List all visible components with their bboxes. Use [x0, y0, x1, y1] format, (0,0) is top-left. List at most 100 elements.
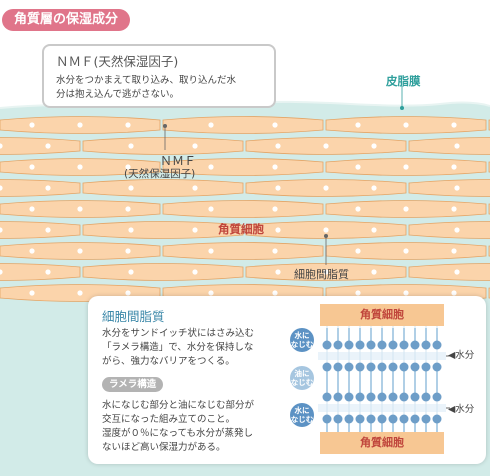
detail-p2-line3: 湿度が０％になっても水分が蒸発し	[102, 428, 254, 439]
nmf-dot	[371, 185, 377, 191]
lipid-row-1-head	[432, 340, 442, 350]
nmf-dot	[29, 206, 35, 212]
nmf-dot	[323, 227, 329, 233]
lipid-row-3-head	[377, 392, 387, 402]
lamella-top-cell-label: 角質細胞	[320, 304, 444, 326]
nmf-dot	[451, 164, 457, 170]
lipid-row-1-head	[377, 340, 387, 350]
ramela-pill: ラメラ構造	[102, 377, 164, 392]
lipid-row-3-head	[322, 392, 332, 402]
corneocyte-cell	[0, 263, 81, 281]
nmf-label-sub: (天然保湿因子)	[124, 168, 196, 180]
detail-p2-line1: 水になじむ部分と油になじむ部分が	[102, 400, 255, 411]
nmf-dot	[77, 206, 83, 212]
nmf-dot	[192, 143, 198, 149]
nmf-dot	[451, 122, 457, 128]
lipid-row-1-head	[399, 340, 409, 350]
corneocyte-cell	[82, 263, 244, 281]
nmf-dot	[272, 290, 278, 296]
corneocyte-cell	[162, 242, 324, 260]
lipid-row-2-head	[333, 362, 343, 372]
nmf-dot	[454, 227, 460, 233]
page-title: 角質層の保湿成分	[2, 9, 131, 31]
lipid-row-4-head	[355, 414, 365, 424]
nmf-dot	[125, 290, 131, 296]
corneocyte-cell	[408, 137, 490, 155]
nmf-dot	[272, 122, 278, 128]
lipid-row-3-head	[410, 392, 420, 402]
lipid-row-1-head	[333, 340, 343, 350]
nmf-dot	[77, 290, 83, 296]
nmf-dot	[454, 185, 460, 191]
nmf-dot	[323, 185, 329, 191]
nmf-callout-heading: ＮＭＦ(天然保湿因子)	[56, 54, 179, 69]
lipid-row-2-head	[377, 362, 387, 372]
nmf-dot	[275, 269, 281, 275]
corneocyte-cell	[162, 200, 324, 218]
nmf-dot	[128, 143, 134, 149]
corneocyte-cell	[408, 221, 490, 239]
water-affinity-text-1a: 水に	[294, 331, 310, 340]
nmf-dot	[323, 269, 329, 275]
lipid-row-2-head	[344, 362, 354, 372]
nmf-dot	[29, 290, 35, 296]
lipid-pointer-dot	[324, 234, 328, 238]
nmf-dot	[208, 290, 214, 296]
water-affinity-text-2b: なじむ	[290, 415, 314, 424]
nmf-dot	[371, 269, 377, 275]
corneocyte-cell	[0, 221, 81, 239]
lipid-row-4-head	[388, 414, 398, 424]
water-label-1: ◀水分	[448, 350, 475, 361]
nmf-dot	[451, 206, 457, 212]
nmf-callout-line2: 分は抱え込んで逃がさない。	[56, 89, 180, 100]
nmf-dot	[125, 164, 131, 170]
nmf-dot	[128, 227, 134, 233]
water-label-2: ◀水分	[448, 404, 475, 415]
lipid-row-3-head	[421, 392, 431, 402]
nmf-dot	[77, 248, 83, 254]
nmf-dot	[0, 185, 3, 191]
corneocyte-cell	[408, 263, 490, 281]
nmf-callout-line1: 水分をつかまえて取り込み、取り込んだ水	[56, 75, 237, 86]
nmf-pointer-dot	[163, 124, 167, 128]
lipid-row-1-head	[366, 340, 376, 350]
nmf-dot	[403, 248, 409, 254]
lipid-label: 細胞間脂質	[294, 268, 349, 281]
lipid-row-2-head	[355, 362, 365, 372]
nmf-dot	[125, 206, 131, 212]
nmf-dot	[403, 164, 409, 170]
nmf-dot	[192, 185, 198, 191]
nmf-dot	[29, 122, 35, 128]
nmf-dot	[355, 206, 361, 212]
nmf-dot	[355, 122, 361, 128]
nmf-dot	[128, 269, 134, 275]
lipid-row-1-head	[388, 340, 398, 350]
nmf-dot	[272, 164, 278, 170]
nmf-dot	[454, 143, 460, 149]
nmf-dot	[355, 164, 361, 170]
nmf-dot	[208, 248, 214, 254]
nmf-dot	[128, 185, 134, 191]
nmf-dot	[403, 122, 409, 128]
nmf-dot	[125, 122, 131, 128]
lipid-row-2-head	[421, 362, 431, 372]
lipid-row-2-head	[432, 362, 442, 372]
lipid-row-1-head	[355, 340, 365, 350]
nmf-dot	[454, 269, 460, 275]
nmf-label-main: ＮＭＦ	[159, 154, 196, 168]
detail-p1-line2: 「ラメラ構造」で、水分を保持しな	[102, 342, 254, 353]
nmf-dot	[192, 269, 198, 275]
nmf-dot	[0, 143, 3, 149]
lipid-row-1-head	[421, 340, 431, 350]
sebum-film-label: 皮脂膜	[386, 74, 421, 88]
detail-p2-line4: ないほど高い保湿力がある。	[102, 442, 226, 453]
nmf-dot	[45, 269, 51, 275]
lipid-row-4-head	[377, 414, 387, 424]
nmf-dot	[77, 122, 83, 128]
corneocyte-cell	[162, 158, 324, 176]
detail-heading: 細胞間脂質	[102, 309, 165, 324]
lipid-row-3-head	[344, 392, 354, 402]
corneocyte-cell	[408, 179, 490, 197]
lipid-row-1-head	[410, 340, 420, 350]
